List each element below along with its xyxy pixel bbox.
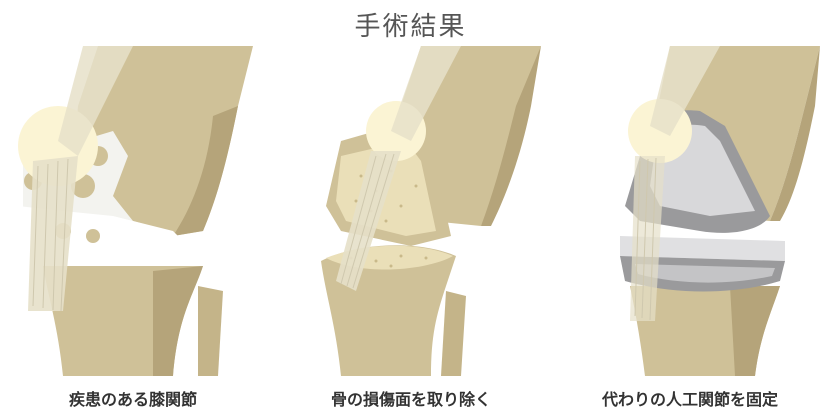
caption-implant-knee: 代わりの人工関節を固定 [601,390,778,409]
implant-knee-illustration [560,46,820,376]
diseased-knee-illustration [3,46,263,376]
resected-knee-illustration [281,46,541,376]
page-title: 手術結果 [354,12,467,42]
caption-resected-knee: 骨の損傷面を取り除く [330,390,491,409]
caption-diseased-knee: 疾患のある膝関節 [68,390,197,409]
